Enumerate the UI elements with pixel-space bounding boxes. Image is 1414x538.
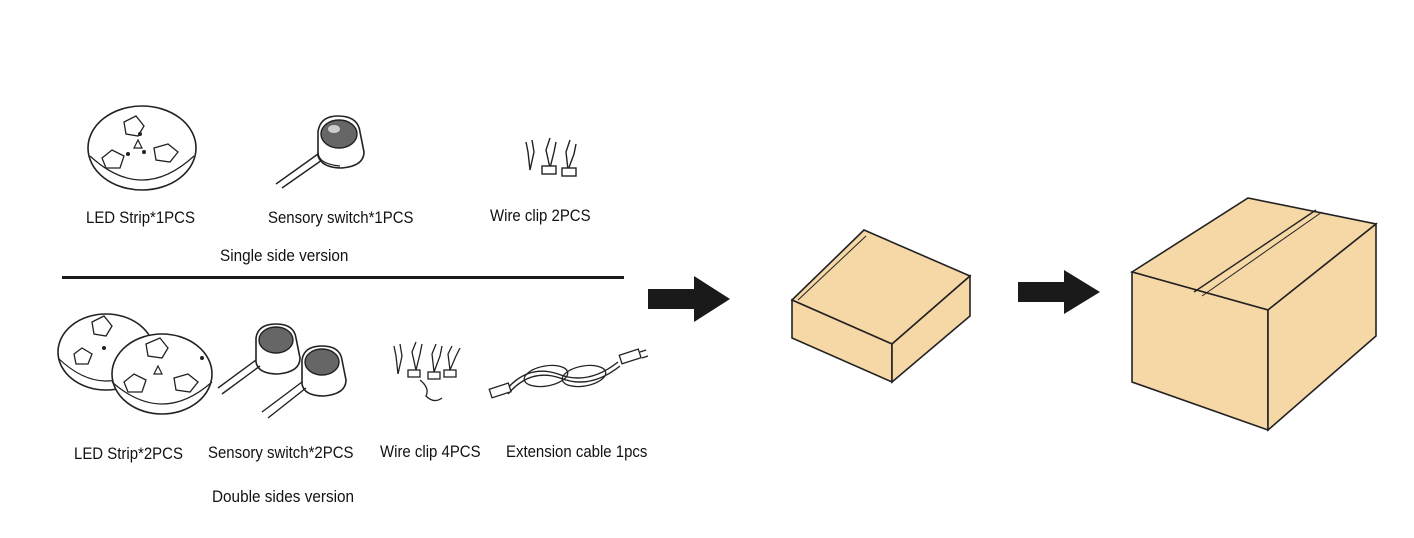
arrow-right-icon [1018,270,1100,314]
arrow-right-icon [648,276,730,322]
double-version-title: Double sides version [212,487,355,506]
double-item-label-clip: Wire clip 4PCS [380,442,481,461]
led-strip-icon [57,313,213,415]
wire-clip-icon [393,341,461,402]
led-strip-icon [87,105,197,191]
extension-cable-icon [488,348,649,399]
double-item-label-switch: Sensory switch*2PCS [208,443,354,462]
single-item-label-clip: Wire clip 2PCS [490,206,591,225]
small-box-icon [790,229,972,384]
sensory-switch-icon [275,115,365,189]
double-item-label-cable: Extension cable 1pcs [506,442,648,461]
carton-box-icon [1130,197,1378,432]
wire-clip-icon [525,137,577,177]
sensory-switch-icon [217,323,347,419]
double-item-label-led: LED Strip*2PCS [74,444,183,463]
single-item-label-led: LED Strip*1PCS [86,208,195,227]
single-item-label-switch: Sensory switch*1PCS [268,208,414,227]
single-version-title: Single side version [220,246,349,265]
section-divider [62,276,624,279]
